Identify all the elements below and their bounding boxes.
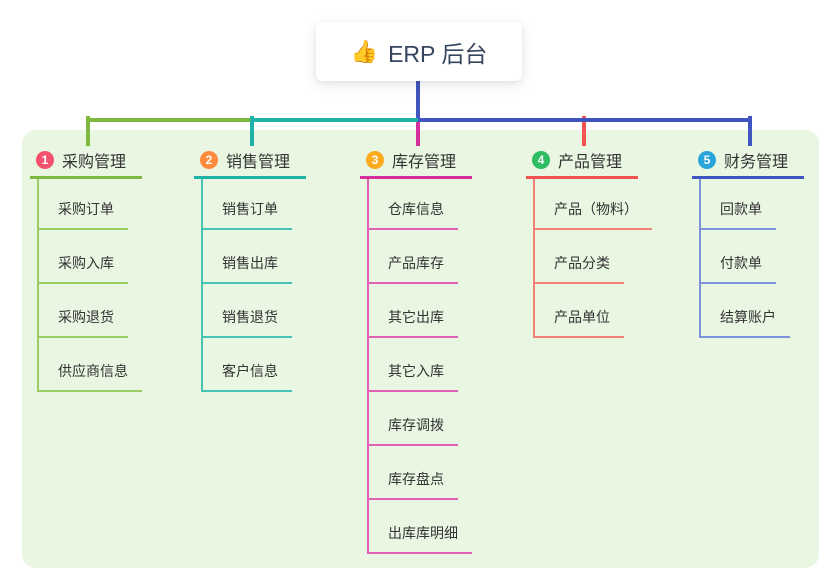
branch: 1 采购管理 采购订单采购入库采购退货供应商信息 xyxy=(30,146,200,392)
child-node[interactable]: 仓库信息 xyxy=(368,179,458,230)
child-node[interactable]: 其它入库 xyxy=(368,338,458,392)
branch-children-connector-line xyxy=(367,179,369,554)
branch: 4 产品管理 产品（物料） 产品分类产品单位 xyxy=(526,146,696,338)
branch-node[interactable]: 4 产品管理 xyxy=(526,146,639,179)
child-node[interactable]: 供应商信息 xyxy=(38,338,142,392)
branches-panel-background xyxy=(22,130,819,568)
child-node-label: 采购入库 xyxy=(58,255,114,271)
child-node-label: 其它出库 xyxy=(388,309,444,325)
child-node-label: 销售订单 xyxy=(222,201,278,217)
branch-node[interactable]: 1 采购管理 xyxy=(30,146,143,179)
branch-number-badge: 1 xyxy=(36,150,54,169)
branch-children-connector-line xyxy=(37,179,39,392)
child-node-label: 回款单 xyxy=(720,201,762,217)
branch-node[interactable]: 3 库存管理 xyxy=(360,146,473,179)
child-node[interactable]: 产品单位 xyxy=(534,284,624,338)
child-node-label: 产品分类 xyxy=(554,255,610,271)
child-node-label: 仓库信息 xyxy=(388,201,444,217)
branch-children: 仓库信息产品库存其它出库其它入库库存调拨库存盘点出库库明细 xyxy=(368,179,472,554)
child-node-label: 产品单位 xyxy=(554,309,610,325)
child-node[interactable]: 库存盘点 xyxy=(368,446,458,500)
child-node[interactable]: 结算账户 xyxy=(700,284,790,338)
child-node-label: 客户信息 xyxy=(222,363,278,379)
child-node-label: 采购退货 xyxy=(58,309,114,325)
branch: 5 财务管理 回款单付款单结算账户 xyxy=(692,146,839,338)
child-node[interactable]: 采购退货 xyxy=(38,284,128,338)
child-node[interactable]: 采购入库 xyxy=(38,230,128,284)
branch-children-connector-line xyxy=(201,179,203,392)
child-node[interactable]: 库存调拨 xyxy=(368,392,458,446)
branch-node[interactable]: 5 财务管理 xyxy=(692,146,805,179)
branch: 3 库存管理 仓库信息产品库存其它出库其它入库库存调拨库存盘点出库库明细 xyxy=(360,146,530,554)
child-node-label: 产品（物料） xyxy=(554,201,638,217)
branch-children: 回款单付款单结算账户 xyxy=(700,179,790,338)
child-node-label: 采购订单 xyxy=(58,201,114,217)
child-node[interactable]: 付款单 xyxy=(700,230,776,284)
branch-node-label: 财务管理 xyxy=(724,153,789,171)
branch-children: 销售订单销售出库销售退货客户信息 xyxy=(202,179,292,392)
child-node[interactable]: 出库库明细 xyxy=(368,500,472,554)
thumbs-up-icon: 👍 xyxy=(350,38,379,64)
child-node-label: 库存调拨 xyxy=(388,417,444,433)
child-node-label: 供应商信息 xyxy=(58,363,128,379)
child-node[interactable]: 销售出库 xyxy=(202,230,292,284)
branch-children-connector-line xyxy=(699,179,701,338)
branch-node-label: 库存管理 xyxy=(392,153,457,171)
root-node-label: ERP 后台 xyxy=(388,40,488,67)
branch-number-badge: 2 xyxy=(200,150,218,169)
child-node-label: 库存盘点 xyxy=(388,471,444,487)
root-node[interactable]: 👍 ERP 后台 xyxy=(316,22,522,81)
branch-number-badge: 5 xyxy=(698,150,716,169)
child-node[interactable]: 回款单 xyxy=(700,179,776,230)
child-node[interactable]: 产品库存 xyxy=(368,230,458,284)
child-node[interactable]: 采购订单 xyxy=(38,179,128,230)
child-node[interactable]: 其它出库 xyxy=(368,284,458,338)
child-node[interactable]: 销售订单 xyxy=(202,179,292,230)
branch-children: 产品（物料） 产品分类产品单位 xyxy=(534,179,652,338)
branch-node-label: 采购管理 xyxy=(62,153,127,171)
branch-children-connector-line xyxy=(533,179,535,338)
branch-node-label: 产品管理 xyxy=(558,153,623,171)
child-node-label: 销售退货 xyxy=(222,309,278,325)
branch-children: 采购订单采购入库采购退货供应商信息 xyxy=(38,179,142,392)
child-node[interactable]: 产品分类 xyxy=(534,230,624,284)
child-node[interactable]: 销售退货 xyxy=(202,284,292,338)
branch: 2 销售管理 销售订单销售出库销售退货客户信息 xyxy=(194,146,364,392)
branch-node-label: 销售管理 xyxy=(226,153,291,171)
child-node-label: 出库库明细 xyxy=(388,525,458,541)
child-node[interactable]: 客户信息 xyxy=(202,338,292,392)
child-node-label: 销售出库 xyxy=(222,255,278,271)
child-node[interactable]: 产品（物料） xyxy=(534,179,652,230)
branch-number-badge: 3 xyxy=(366,150,384,169)
child-node-label: 产品库存 xyxy=(388,255,444,271)
child-node-label: 其它入库 xyxy=(388,363,444,379)
branch-node[interactable]: 2 销售管理 xyxy=(194,146,307,179)
child-node-label: 结算账户 xyxy=(720,309,776,325)
child-node-label: 付款单 xyxy=(720,255,762,271)
branch-number-badge: 4 xyxy=(532,150,550,169)
